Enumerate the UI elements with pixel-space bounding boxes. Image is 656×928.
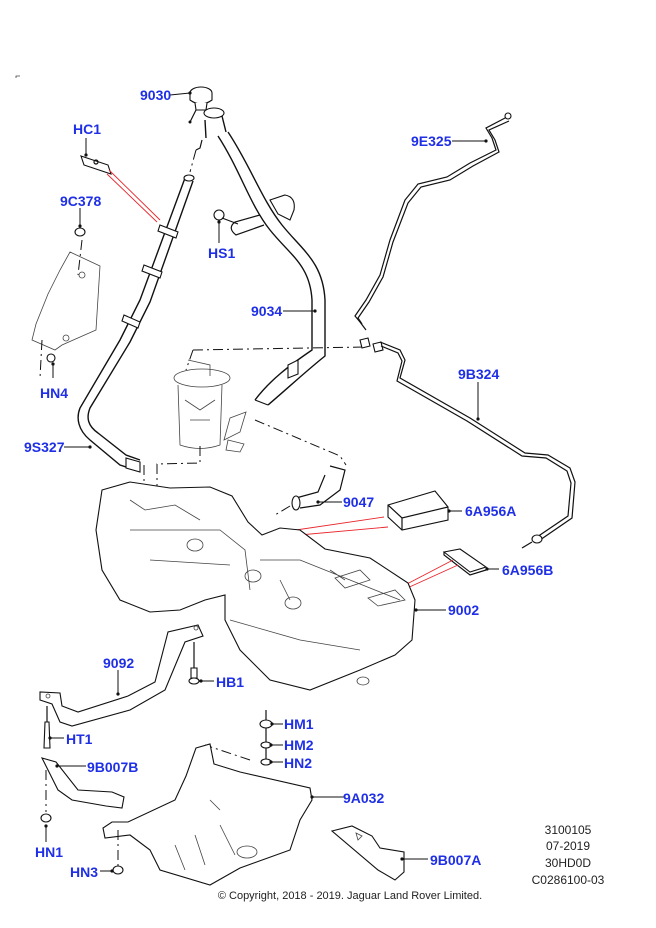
- fuel-line-part: [372, 341, 576, 549]
- label-9b007b[interactable]: 9B007B: [87, 759, 139, 775]
- reference-code: 3100105: [544, 823, 592, 837]
- label-hm2[interactable]: HM2: [284, 737, 314, 753]
- filler-cap-part: [188, 86, 213, 124]
- label-9s327[interactable]: 9S327: [24, 439, 65, 455]
- label-9034[interactable]: 9034: [251, 303, 283, 319]
- hose-clip-part: [80, 155, 112, 175]
- label-hn2[interactable]: HN2: [284, 755, 313, 771]
- reference-model: 30HD0D: [544, 856, 592, 870]
- insulator-pad-a-part: [387, 490, 449, 531]
- filler-hose-part: [274, 465, 346, 516]
- reference-drawing: C0286100-03: [531, 873, 605, 887]
- screw-hs1-part: [213, 209, 239, 225]
- label-9a032[interactable]: 9A032: [343, 790, 385, 806]
- label-9b007a[interactable]: 9B007A: [430, 852, 482, 868]
- label-6a956b[interactable]: 6A956B: [502, 562, 554, 578]
- label-9030[interactable]: 9030: [140, 87, 172, 103]
- label-9e325[interactable]: 9E325: [411, 133, 452, 149]
- dash-line: [156, 446, 201, 525]
- fuel-tank-part: [95, 481, 416, 691]
- bolt-hb1-part: [188, 642, 200, 685]
- vent-hose-part: [77, 149, 197, 473]
- label-9047[interactable]: 9047: [343, 494, 375, 510]
- label-hc1[interactable]: HC1: [73, 121, 102, 137]
- label-ht1[interactable]: HT1: [66, 731, 93, 747]
- label-6a956a[interactable]: 6A956A: [465, 503, 517, 519]
- label-hn1[interactable]: HN1: [35, 844, 64, 860]
- copyright-notice: © Copyright, 2018 - 2019. Jaguar Land Ro…: [217, 890, 483, 902]
- label-hb1[interactable]: HB1: [216, 674, 245, 690]
- leader-lines: [44, 91, 499, 873]
- heat-shield-a-part: [330, 825, 405, 881]
- fuel-pump-module-part: [173, 359, 247, 453]
- dash-line: [204, 744, 251, 761]
- label-9002[interactable]: 9002: [448, 602, 480, 618]
- vent-pipe-part: [354, 112, 512, 349]
- label-9092[interactable]: 9092: [103, 655, 135, 671]
- dash-line: [192, 346, 366, 351]
- filler-pipe-part: [195, 107, 326, 406]
- mounts-part: [259, 710, 273, 766]
- label-9b324[interactable]: 9B324: [458, 366, 500, 382]
- heat-shield-part: [102, 743, 313, 886]
- stud-ht1-part: [43, 706, 51, 749]
- dash-line: [254, 419, 347, 466]
- label-hn4[interactable]: HN4: [40, 385, 69, 401]
- heat-shield-b-part: [40, 757, 125, 823]
- label-9c378[interactable]: 9C378: [60, 193, 102, 209]
- insulator-pad-b-part: [442, 548, 488, 576]
- corner-mark: [15, 75, 20, 78]
- reference-date: 07-2019: [545, 839, 591, 853]
- dash-line: [185, 349, 194, 371]
- callout-line: [106, 169, 161, 223]
- bracket-part: [31, 227, 101, 379]
- tank-strap-part: [39, 624, 204, 727]
- label-hn3[interactable]: HN3: [70, 864, 99, 880]
- label-hs1[interactable]: HS1: [208, 245, 236, 261]
- label-hm1[interactable]: HM1: [284, 716, 314, 732]
